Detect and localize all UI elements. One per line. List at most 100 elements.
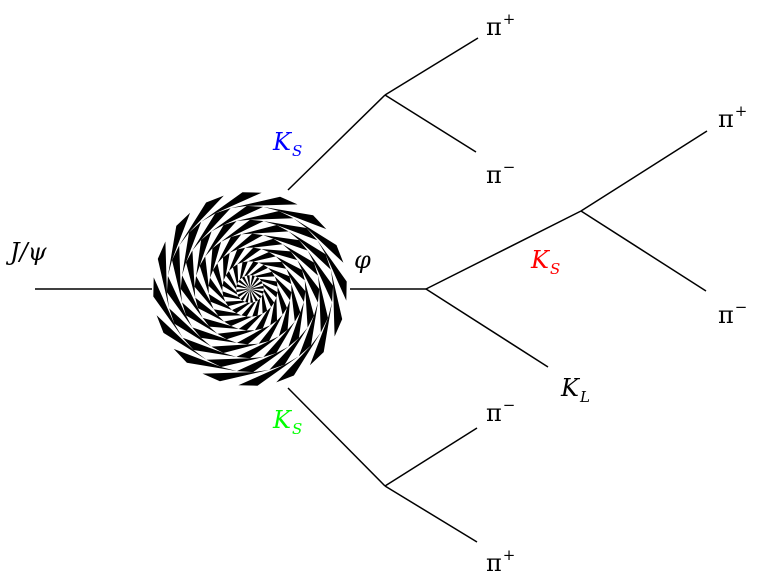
blob-tile <box>208 293 232 311</box>
blob-tile <box>304 280 314 328</box>
blob-tile <box>250 289 262 299</box>
blob-tile <box>268 267 292 285</box>
blob-tile <box>241 301 256 317</box>
blob-tile <box>199 256 209 294</box>
blob-tile <box>246 275 250 289</box>
pi-minus-lower-label: π− <box>486 396 516 427</box>
blob-tile <box>192 327 237 343</box>
blob-tile <box>261 249 298 261</box>
blob-tile <box>230 196 298 209</box>
pi-plus-upper-line <box>384 37 479 96</box>
pi-plus-middle-line <box>580 130 708 212</box>
checkered-vertex-blob <box>153 192 347 386</box>
blob-tile <box>241 225 289 235</box>
blob-tile <box>208 277 226 302</box>
blob-tile <box>238 313 263 331</box>
blob-tile <box>237 247 262 265</box>
blob-tile <box>225 271 237 290</box>
blob-tile <box>221 219 264 242</box>
phi-label: φ <box>354 246 371 274</box>
blob-tile <box>196 231 212 276</box>
pi-plus-lower-label: π+ <box>486 546 516 577</box>
blob-tile <box>228 247 246 271</box>
blob-tile <box>254 307 272 331</box>
blob-tile <box>172 245 182 303</box>
ks-lower-label: KS <box>273 406 303 438</box>
blob-tile <box>270 297 277 326</box>
blob-tile <box>223 252 230 281</box>
blob-tile <box>217 330 255 340</box>
blob-tile <box>239 261 248 280</box>
blob-tile <box>318 275 328 333</box>
blob-tile <box>263 321 295 357</box>
blob-tile <box>330 269 343 337</box>
pi-plus-upper-label: π+ <box>486 10 516 41</box>
blob-tile <box>167 212 191 276</box>
blob-tile <box>237 325 271 345</box>
blob-tile <box>211 343 259 353</box>
blob-tile <box>317 240 347 301</box>
blob-tile <box>278 300 290 337</box>
blob-tile <box>254 271 275 278</box>
blob-tile <box>274 276 292 301</box>
blob-tile <box>236 284 250 289</box>
blob-tile <box>250 289 254 303</box>
blob-tile <box>236 346 289 373</box>
blob-tile <box>286 268 306 302</box>
blob-tile <box>210 241 222 278</box>
ks-middle-label: KS <box>531 246 561 278</box>
pi-minus-middle-line <box>580 210 707 292</box>
blob-tile <box>182 337 237 357</box>
ks-upper-label: KS <box>273 128 303 160</box>
blob-tile <box>182 302 218 334</box>
jpsi-label: J/ψ <box>10 238 47 266</box>
blob-tile <box>250 275 255 289</box>
blob-tile <box>258 314 283 344</box>
blob-tile <box>166 275 193 328</box>
blob-tile <box>263 235 308 251</box>
blob-tile <box>194 276 214 310</box>
blob-tile <box>263 221 318 241</box>
blob-tile <box>201 192 262 222</box>
blob-tile <box>282 244 318 276</box>
blob-tile <box>229 233 263 253</box>
blob-tile <box>225 300 246 307</box>
blob-tile <box>153 277 183 338</box>
blob-tile <box>291 284 301 322</box>
blob-tile <box>250 277 260 289</box>
blob-tile <box>213 309 242 316</box>
blob-tile <box>195 297 225 322</box>
blob-tile <box>222 280 238 295</box>
blob-tile <box>250 280 263 289</box>
blob-tile <box>258 262 287 269</box>
blob-tile <box>261 293 268 314</box>
ks-middle-line <box>425 210 582 290</box>
blob-tile <box>157 241 170 309</box>
kl-label: KL <box>561 374 590 406</box>
blob-tile <box>238 356 299 386</box>
blob-tile <box>173 348 237 372</box>
blob-tile <box>232 264 239 285</box>
kl-line <box>425 288 549 368</box>
blob-tile <box>245 289 250 303</box>
blob-tile <box>245 238 283 248</box>
blob-tile <box>240 289 250 301</box>
blob-tile <box>217 234 242 264</box>
blob-tile <box>307 250 334 303</box>
blob-tile <box>309 302 333 366</box>
blob-tile <box>236 289 250 293</box>
blob-tile <box>249 264 268 276</box>
blob-tile <box>236 211 294 221</box>
blob-tile <box>236 336 279 359</box>
blob-tile <box>262 283 278 298</box>
blob-tile <box>180 275 203 318</box>
blob-tile <box>205 221 237 257</box>
blob-tile <box>277 286 287 315</box>
pi-minus-upper-label: π− <box>486 158 516 189</box>
blob-tile <box>182 221 202 276</box>
blob-tile <box>250 289 259 302</box>
blob-tile <box>232 302 251 314</box>
pi-plus-middle-label: π+ <box>718 102 748 133</box>
blob-tile <box>222 291 241 300</box>
